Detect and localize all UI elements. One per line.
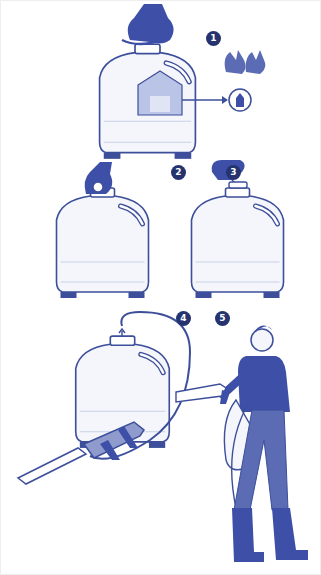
callout-number: 4 (176, 311, 191, 326)
callout-number: 2 (171, 165, 186, 180)
callout-number: 1 (206, 31, 221, 46)
callout-number: 5 (215, 311, 230, 326)
callout-number: 3 (226, 165, 241, 180)
